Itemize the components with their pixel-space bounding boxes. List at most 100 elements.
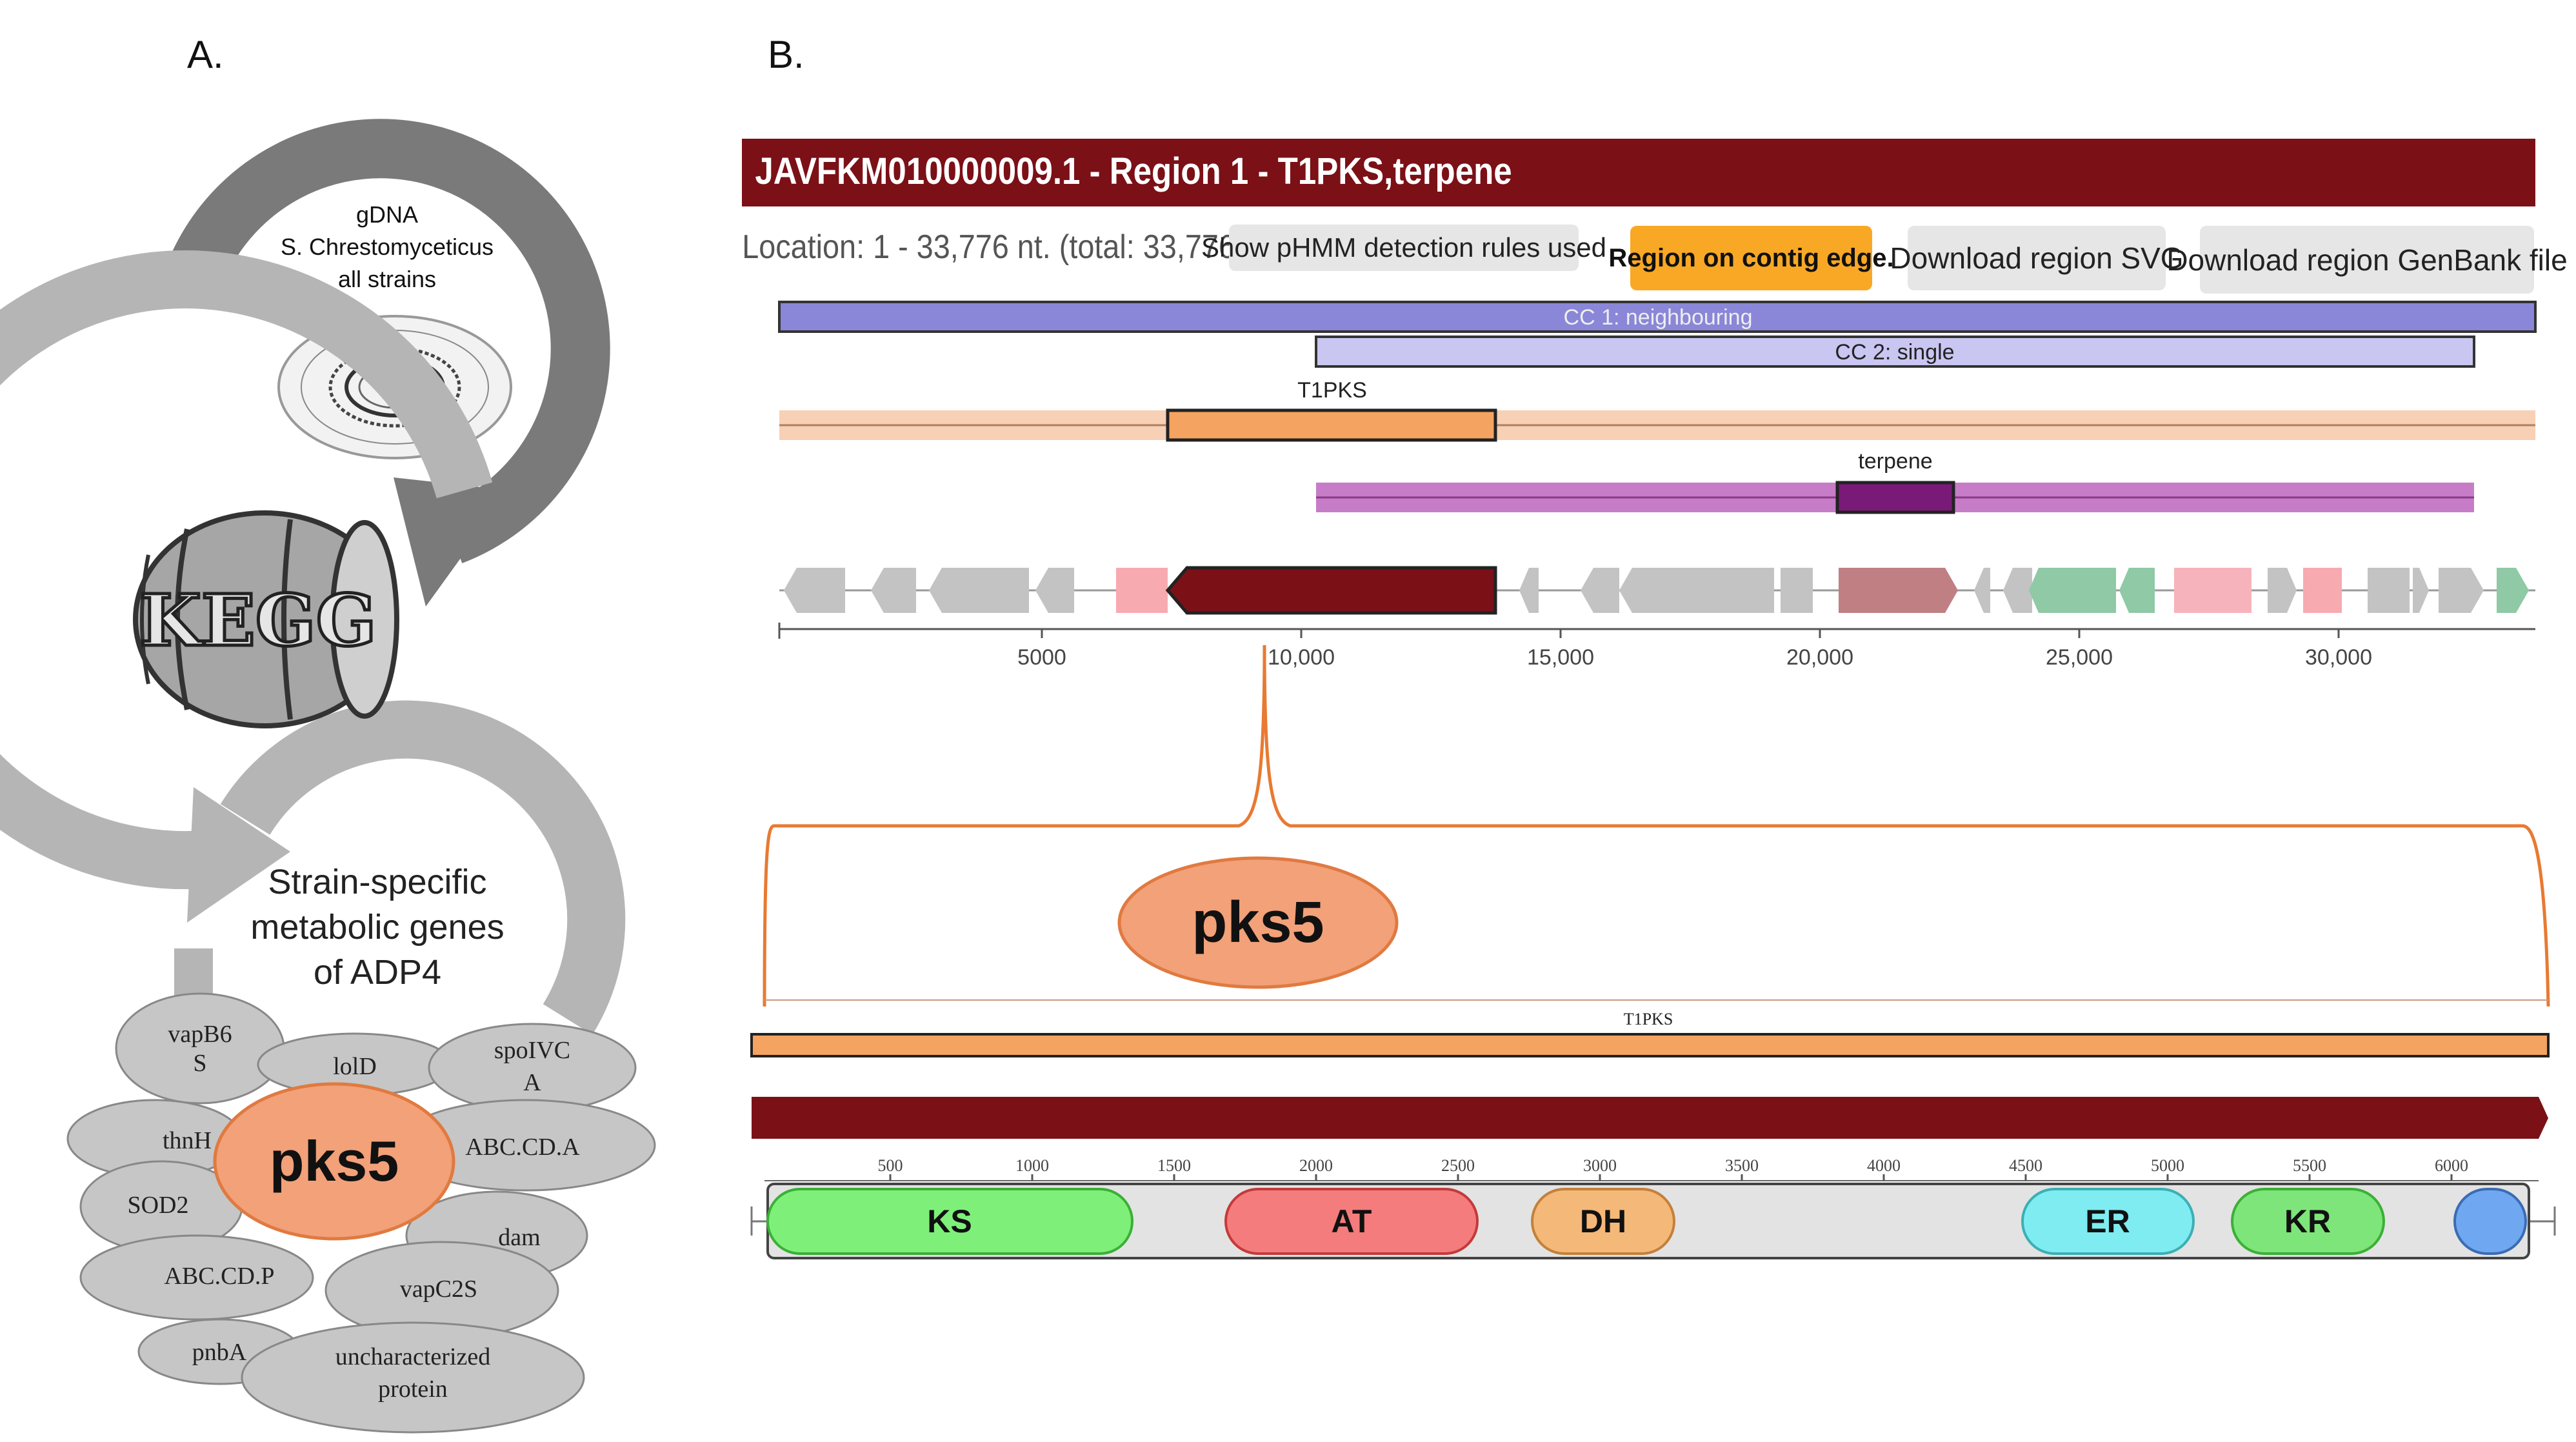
gene-arrow[interactable]	[2268, 568, 2297, 613]
gene-label-uncharacterized-2: protein	[378, 1376, 448, 1403]
t1pks-protocluster-label: T1PKS	[1297, 378, 1367, 403]
gene-arrow[interactable]	[871, 568, 916, 613]
axis-tick-label: 2500	[1441, 1156, 1475, 1175]
er-domain-label: ER	[2085, 1203, 2130, 1239]
gene-label-vapb6s-1: vapB6	[168, 1021, 232, 1048]
pks5-gene-arrow[interactable]	[1165, 566, 1497, 615]
gdna-line2: S. Chrestomyceticus	[281, 234, 494, 260]
gene-arrow[interactable]	[2368, 568, 2410, 613]
axis-tick-label: 5500	[2293, 1156, 2326, 1175]
axis-tick-label: 5000	[1017, 645, 1066, 670]
axis-tick-label: 3500	[1725, 1156, 1759, 1175]
axis-tick-label: 1000	[1015, 1156, 1049, 1175]
gene-arrow[interactable]	[1519, 568, 1539, 613]
region-header-title: JAVFKM010000009.1 - Region 1 - T1PKS,ter…	[755, 150, 1512, 192]
axis-tick-label: 4000	[1867, 1156, 1901, 1175]
axis-tick-label: 5000	[2151, 1156, 2184, 1175]
gene-cluster: vapB6 S lolD spoIVC A thnH ABC.CD.A SOD2…	[66, 992, 656, 1434]
axis-tick-label: 4500	[2009, 1156, 2042, 1175]
cc2-label: CC 2: single	[1835, 340, 1954, 365]
pks5-zoom-label: pks5	[1192, 890, 1324, 955]
region-header-bar	[742, 139, 2535, 206]
zoom-t1pks-bar	[750, 1033, 2550, 1057]
strain-text-line3: of ADP4	[314, 953, 441, 992]
gene-label-vapb6s-2: S	[193, 1050, 206, 1077]
region-on-contig-edge-badge: Region on contig edge.	[1608, 226, 1894, 290]
axis-tick-label: 3000	[1583, 1156, 1617, 1175]
panel-b-label: B.	[768, 33, 804, 76]
gene-arrow[interactable]	[1674, 568, 1774, 613]
axis-tick-label: 10,000	[1268, 645, 1335, 670]
gene-bubble-vapb6s	[115, 992, 285, 1105]
cc1-bar	[778, 301, 2537, 333]
gene-arrow[interactable]	[784, 568, 845, 613]
location-text: Location: 1 - 33,776 nt. (total: 33,776 …	[742, 228, 1279, 266]
axis-tick-label: 30,000	[2305, 645, 2372, 670]
gene-bubble-uncharacterized	[241, 1321, 585, 1434]
gene-label-lold: lolD	[333, 1053, 377, 1080]
zoom-callout-bracket	[763, 645, 2550, 1007]
gene-label-abccda: ABC.CD.A	[465, 1134, 580, 1161]
gene-label-vapc2s: vapC2S	[400, 1276, 477, 1303]
gdna-line1: gDNA	[356, 201, 418, 228]
axis-tick-label: 6000	[2435, 1156, 2468, 1175]
gene-arrow[interactable]	[2119, 568, 2155, 613]
pks-domains: KS AT DH ER KR	[766, 1188, 2527, 1255]
panel-a-label: A.	[187, 33, 224, 76]
ks-domain[interactable]	[766, 1188, 1133, 1255]
gene-label-spoivca-1: spoIVC	[494, 1037, 570, 1064]
gene-label-uncharacterized-1: uncharacterized	[335, 1343, 491, 1370]
gene-arrow[interactable]	[2029, 568, 2116, 613]
show-detection-rules-button[interactable]: Show pHMM detection rules used	[1201, 225, 1606, 271]
terpene-protocluster-label: terpene	[1858, 449, 1932, 474]
acp-domain[interactable]	[2453, 1188, 2527, 1255]
gene-arrow[interactable]	[1581, 568, 1619, 613]
download-region-genbank-button[interactable]: Download region GenBank file	[2166, 226, 2568, 294]
axis-tick-label: 1500	[1157, 1156, 1191, 1175]
terpene-gene-arrow[interactable]	[1839, 568, 1958, 613]
gene-arrow[interactable]	[929, 568, 1029, 613]
gene-arrow[interactable]	[2003, 568, 2032, 613]
cc1-label: CC 1: neighbouring	[1564, 305, 1753, 330]
download-region-svg-button[interactable]: Download region SVG	[1890, 226, 2184, 290]
domain-axis-ticks: 500 1000 1500 2000 2500 3000 3500 4000 4500 5000 5…	[878, 1156, 2468, 1181]
gene-arrow[interactable]	[2413, 568, 2429, 613]
at-domain[interactable]	[1224, 1188, 1479, 1255]
gene-arrow[interactable]	[2174, 568, 2252, 613]
gene-arrow[interactable]	[2439, 568, 2484, 613]
kr-domain[interactable]	[2231, 1188, 2385, 1255]
dh-domain-label: DH	[1580, 1203, 1626, 1239]
axis-tick-label: 2000	[1299, 1156, 1333, 1175]
gdna-line3: all strains	[338, 266, 436, 292]
cc2-bar	[1315, 335, 2475, 368]
zoom-pks5-gene-arrow	[752, 1097, 2548, 1139]
gene-arrow[interactable]	[1781, 568, 1813, 613]
kegg-barrel-logo: KEGG	[133, 510, 399, 728]
gene-arrow[interactable]	[1974, 568, 1990, 613]
pks5-zoom-bubble	[1117, 856, 1399, 989]
pks5-center-label: pks5	[270, 1129, 399, 1193]
ks-domain-label: KS	[927, 1203, 972, 1239]
gene-arrow[interactable]	[2497, 568, 2529, 613]
kr-domain-label: KR	[2284, 1203, 2331, 1239]
terpene-core-bar	[1835, 481, 1955, 514]
kegg-logo-text: KEGG	[139, 579, 376, 662]
region-gene-arrows	[784, 566, 2529, 615]
gene-label-dam: dam	[498, 1224, 540, 1251]
gene-label-sod2: SOD2	[127, 1192, 188, 1219]
pks5-center-bubble	[213, 1082, 455, 1241]
gene-arrow[interactable]	[1619, 568, 1674, 613]
dh-domain[interactable]	[1531, 1188, 1675, 1255]
gene-label-thnh: thnH	[163, 1127, 212, 1154]
strain-text-line1: Strain-specific	[268, 863, 486, 901]
gene-arrow[interactable]	[1035, 568, 1074, 613]
t1pks-core-bar	[1166, 408, 1497, 442]
axis-tick-label: 500	[878, 1156, 903, 1175]
gene-arrow[interactable]	[2303, 568, 2342, 613]
er-domain[interactable]	[2021, 1188, 2195, 1255]
gene-arrow[interactable]	[1116, 568, 1168, 613]
axis-tick-label: 25,000	[2046, 645, 2113, 670]
